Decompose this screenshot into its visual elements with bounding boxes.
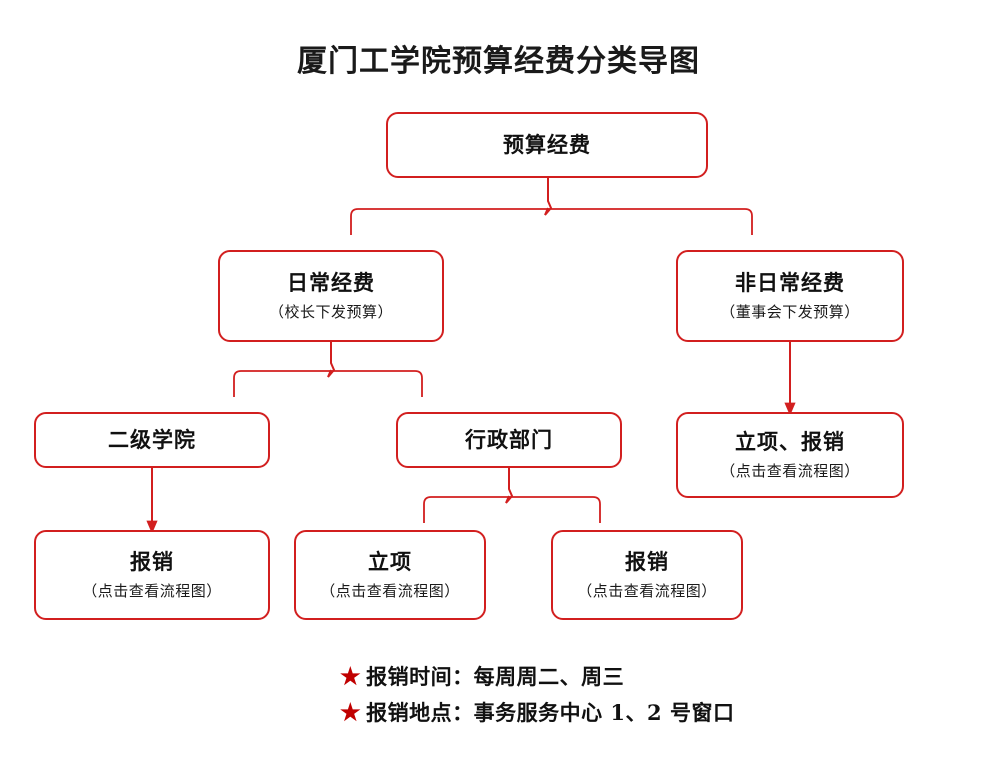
node-non-daily-funds-subtitle: （董事会下发预算） <box>720 302 860 321</box>
node-secondary-college-title: 二级学院 <box>108 426 196 452</box>
node-daily-funds-title: 日常经费 <box>287 270 375 296</box>
node-non-daily-project-reimburse-subtitle: （点击查看流程图） <box>720 461 860 480</box>
node-non-daily-project-reimburse-title: 立项、报销 <box>735 429 845 455</box>
node-non-daily-funds[interactable]: 非日常经费 （董事会下发预算） <box>676 250 904 342</box>
node-admin-department[interactable]: 行政部门 <box>396 412 622 468</box>
node-daily-funds-subtitle: （校长下发预算） <box>268 302 393 321</box>
node-college-reimburse[interactable]: 报销 （点击查看流程图） <box>34 530 270 620</box>
note-reimburse-time-text: 报销时间：每周周二、周三 <box>366 664 625 689</box>
star-icon: ★ <box>340 698 362 726</box>
page-title: 厦门工学院预算经费分类导图 <box>297 44 700 79</box>
node-admin-reimburse-subtitle: （点击查看流程图） <box>577 581 717 600</box>
node-budget-funds-title: 预算经费 <box>503 131 591 157</box>
note-reimburse-location: ★ 报销地点：事务服务中心 1、2 号窗口 <box>340 694 900 730</box>
node-admin-project-title: 立项 <box>368 549 412 575</box>
node-daily-funds[interactable]: 日常经费 （校长下发预算） <box>218 250 444 342</box>
node-non-daily-funds-title: 非日常经费 <box>735 270 845 296</box>
node-admin-project[interactable]: 立项 （点击查看流程图） <box>294 530 486 620</box>
node-admin-reimburse[interactable]: 报销 （点击查看流程图） <box>551 530 743 620</box>
note-reimburse-time: ★ 报销时间：每周周二、周三 <box>340 658 900 694</box>
star-icon: ★ <box>340 662 362 690</box>
node-college-reimburse-title: 报销 <box>130 549 174 575</box>
node-non-daily-project-reimburse[interactable]: 立项、报销 （点击查看流程图） <box>676 412 904 498</box>
note-reimburse-location-text: 报销地点：事务服务中心 1、2 号窗口 <box>366 700 735 725</box>
edge-daily-to-level3 <box>233 342 423 397</box>
node-admin-project-subtitle: （点击查看流程图） <box>320 581 460 600</box>
node-admin-department-title: 行政部门 <box>465 426 553 452</box>
edge-admin-to-level4 <box>423 468 601 523</box>
footer-notes: ★ 报销时间：每周周二、周三 ★ 报销地点：事务服务中心 1、2 号窗口 <box>340 658 900 730</box>
node-budget-funds[interactable]: 预算经费 <box>386 112 708 178</box>
node-admin-reimburse-title: 报销 <box>625 549 669 575</box>
node-secondary-college[interactable]: 二级学院 <box>34 412 270 468</box>
node-college-reimburse-subtitle: （点击查看流程图） <box>82 581 222 600</box>
edge-root-to-level2 <box>350 178 753 235</box>
